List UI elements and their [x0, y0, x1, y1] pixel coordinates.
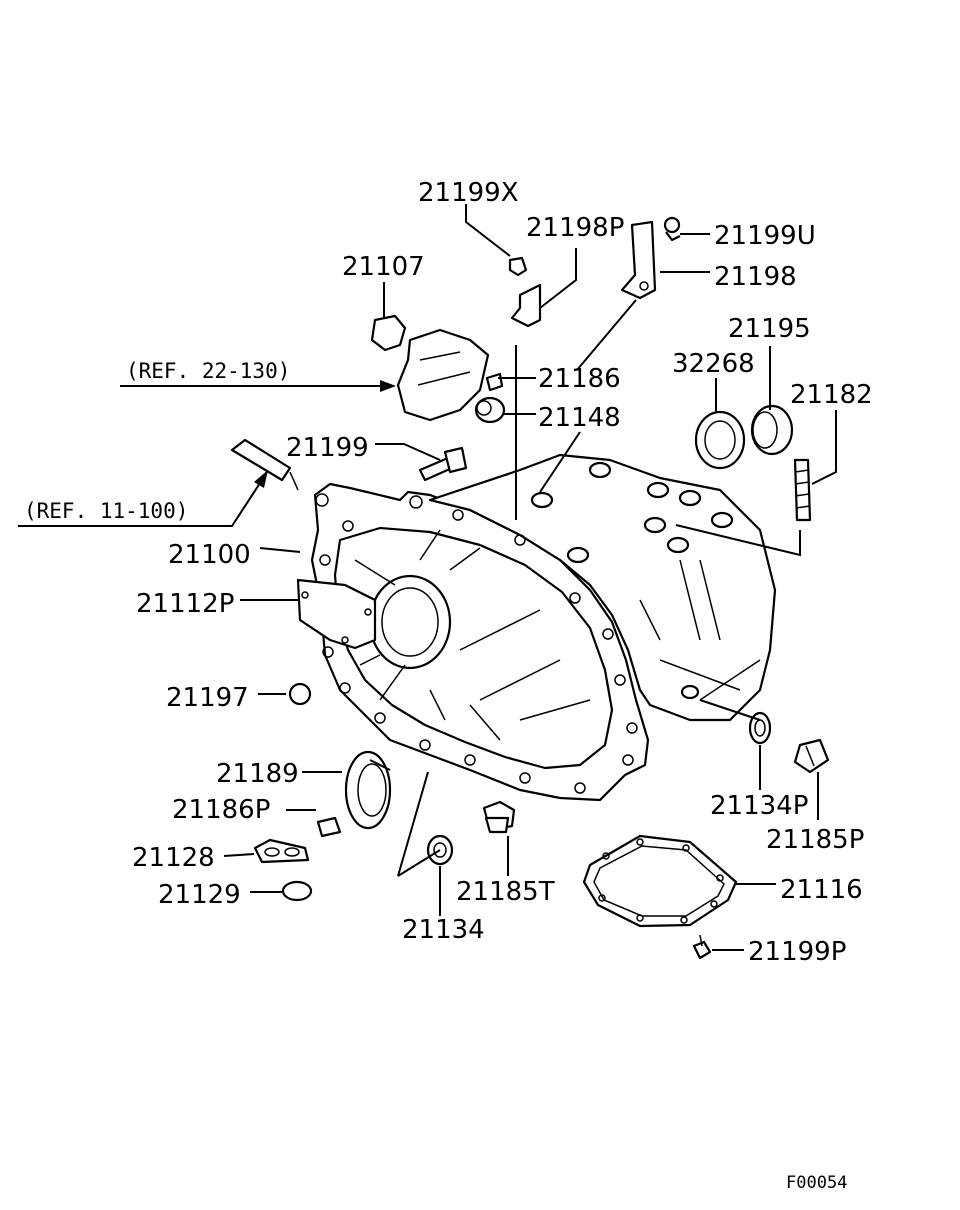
label-21197: 21197 [166, 683, 249, 713]
oil-seal-32268 [694, 410, 746, 470]
cap-21129 [281, 880, 313, 902]
leader-lines [223, 204, 837, 951]
washer-21134P [748, 711, 772, 745]
label-21198P: 21198P [526, 213, 624, 243]
label-21129: 21129 [158, 880, 241, 910]
bolt-21199 [418, 446, 468, 482]
bolt-21199X [508, 256, 528, 277]
stud-21182 [793, 458, 812, 522]
label-21185P: 21185P [766, 825, 864, 855]
label-21128: 21128 [132, 843, 215, 873]
label-21199U: 21199U [714, 221, 816, 251]
plug-21197 [288, 682, 312, 706]
label-21199X: 21199X [418, 178, 519, 208]
ref-label-11-100: (REF. 11-100) [24, 499, 188, 523]
label-21186: 21186 [538, 364, 621, 394]
transaxle-case [310, 453, 777, 802]
bushing-21148 [474, 396, 506, 424]
ref-arrow-22-130 [120, 380, 396, 392]
label-21185T: 21185T [456, 877, 555, 907]
cover-plate-21112P [296, 578, 377, 650]
label-21195: 21195 [728, 314, 811, 344]
label-32268: 32268 [672, 349, 755, 379]
label-21112P: 21112P [136, 589, 234, 619]
label-21134P: 21134P [710, 791, 808, 821]
label-21198: 21198 [714, 262, 797, 292]
sealant-tube [230, 438, 299, 491]
label-21107: 21107 [342, 252, 425, 282]
label-21199P: 21199P [748, 937, 846, 967]
label-21100: 21100 [168, 540, 251, 570]
bracket-21198P [510, 283, 542, 328]
sensor-21107 [370, 314, 490, 422]
label-21148: 21148 [538, 403, 621, 433]
bolt-21199P [692, 934, 712, 960]
label-21199: 21199 [286, 433, 369, 463]
label-21182: 21182 [790, 380, 873, 410]
pin-21186 [485, 372, 504, 392]
label-21116: 21116 [780, 875, 863, 905]
figure-code: F00054 [786, 1173, 847, 1193]
label-21189: 21189 [216, 759, 299, 789]
plug-21185T [482, 800, 516, 834]
cap-21195 [750, 404, 794, 456]
bolt-21199U [663, 216, 681, 242]
retainer-21128 [253, 838, 310, 864]
ref-arrow-11-100 [18, 470, 268, 527]
seal-21189 [344, 750, 392, 830]
pan-21116 [582, 834, 738, 928]
pin-21186P [316, 816, 342, 838]
label-21186P: 21186P [172, 795, 270, 825]
label-21134: 21134 [402, 915, 485, 945]
ref-label-22-130: (REF. 22-130) [126, 359, 290, 383]
plug-21185P [793, 738, 830, 774]
bracket-21198 [620, 220, 657, 300]
